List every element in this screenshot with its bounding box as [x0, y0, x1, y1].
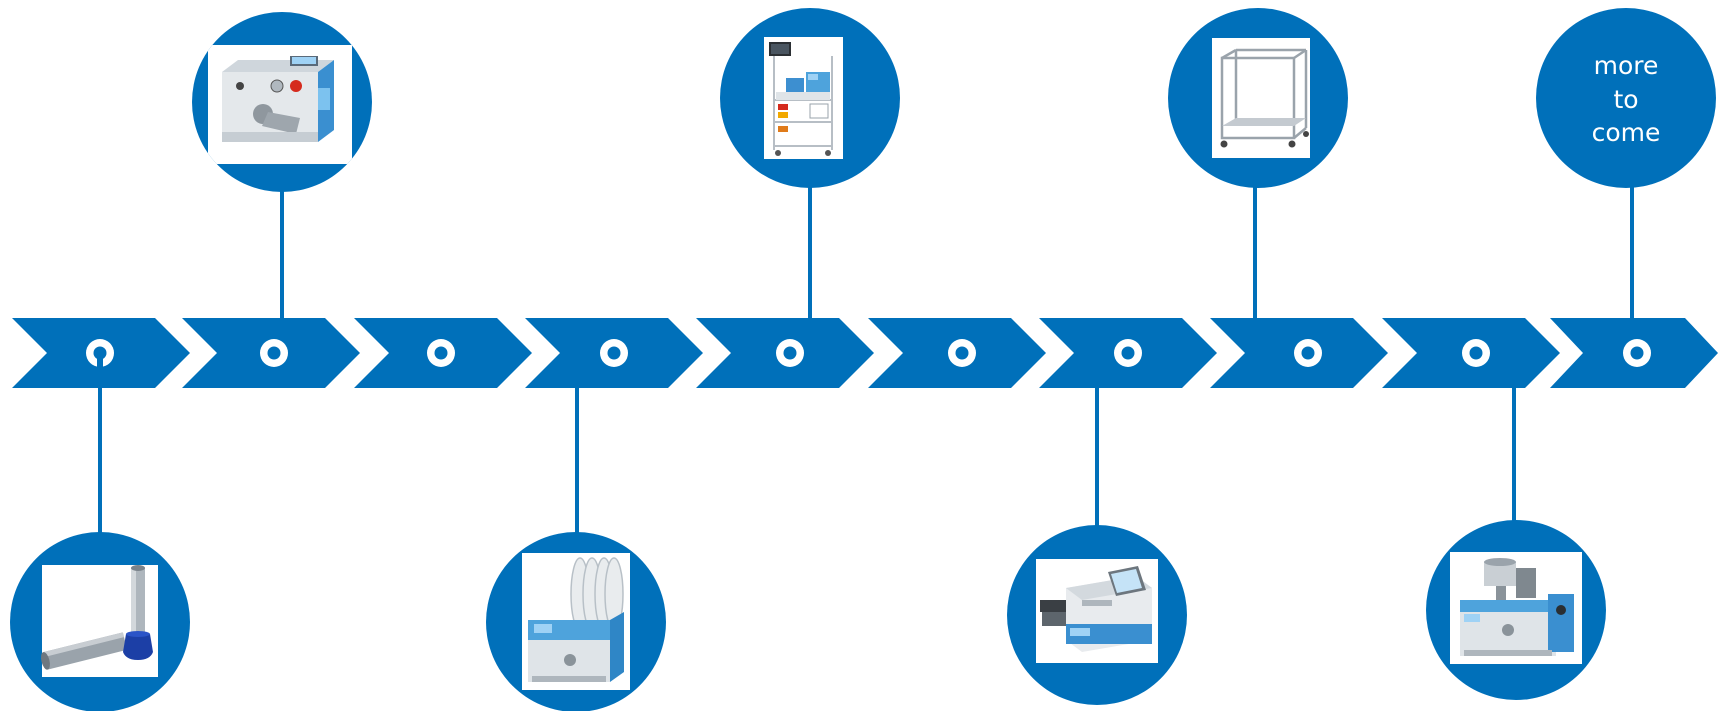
milestone-1	[10, 532, 190, 711]
milestone-4	[486, 532, 666, 711]
crimping-press-icon	[1450, 552, 1582, 664]
chevron-band	[12, 318, 1718, 388]
wire-rack-cart-icon	[1212, 38, 1310, 158]
timeline-marker-9	[1462, 339, 1490, 367]
timeline-marker-7	[1114, 339, 1142, 367]
timeline-markers	[86, 339, 1651, 369]
stripping-machine-icon	[1036, 559, 1158, 663]
timeline-marker-10	[1623, 339, 1651, 367]
connector-lines	[98, 185, 1634, 535]
milestone-10: more to come	[1536, 8, 1716, 188]
milestone-circle	[1536, 8, 1716, 188]
timeline-marker-2	[260, 339, 288, 367]
timeline-marker-4	[600, 339, 628, 367]
reel-winder-machine-icon	[522, 553, 630, 690]
wire-ferrule-icon	[41, 565, 158, 677]
timeline-marker-1	[86, 339, 114, 369]
workstation-cart-icon	[764, 37, 843, 159]
more-to-come-line-2: to	[1613, 85, 1638, 114]
milestone-5	[720, 8, 900, 188]
timeline-marker-5	[776, 339, 804, 367]
coiling-machine-icon	[208, 45, 352, 164]
timeline-marker-6	[948, 339, 976, 367]
milestone-7	[1007, 525, 1187, 705]
timeline-marker-8	[1294, 339, 1322, 367]
more-to-come-line-1: more	[1594, 51, 1659, 80]
more-to-come-line-3: come	[1592, 118, 1661, 147]
timeline-marker-3	[427, 339, 455, 367]
milestone-2	[192, 12, 372, 192]
milestone-8	[1168, 8, 1348, 188]
milestone-9	[1426, 520, 1606, 700]
